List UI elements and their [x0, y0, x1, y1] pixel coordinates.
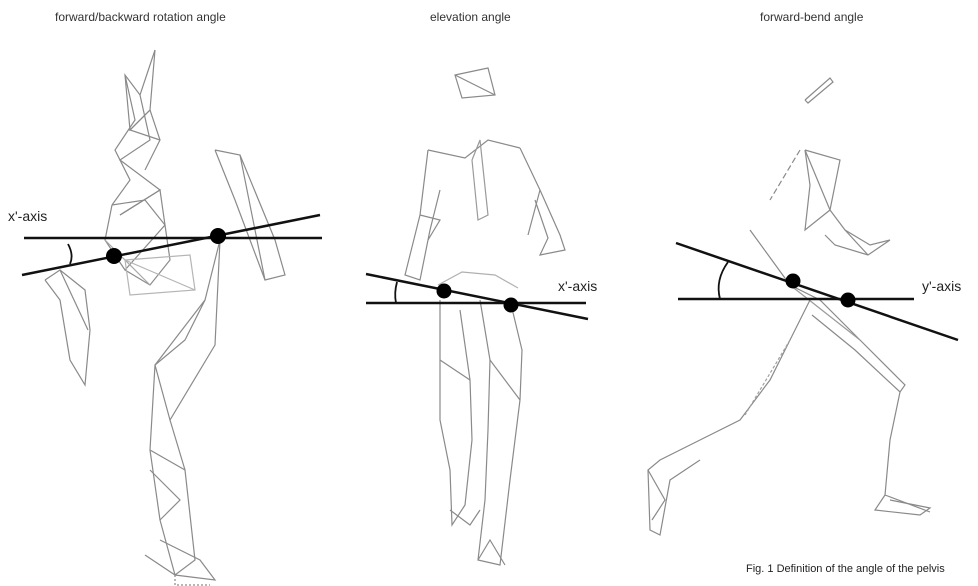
joint-right-hip-rotation [210, 228, 226, 244]
axes-forward-bend [676, 243, 958, 340]
joint-left-hip-rotation [106, 248, 122, 264]
joint-front-hip-forward-bend [786, 274, 801, 289]
joint-left-hip-elevation [437, 284, 452, 299]
joint-right-hip-elevation [504, 298, 519, 313]
skeleton-rotation [45, 50, 285, 585]
skeleton-elevation [405, 68, 565, 565]
angle-arc-forward-bend [719, 262, 728, 299]
pelvis-line-elevation [366, 274, 588, 319]
axes-elevation [366, 274, 588, 319]
joint-back-hip-forward-bend [841, 293, 856, 308]
angle-arc-rotation [68, 244, 72, 264]
pelvis-line-rotation [22, 215, 320, 275]
skeleton-forward-bend [648, 78, 930, 535]
angle-arc-elevation [395, 282, 397, 303]
